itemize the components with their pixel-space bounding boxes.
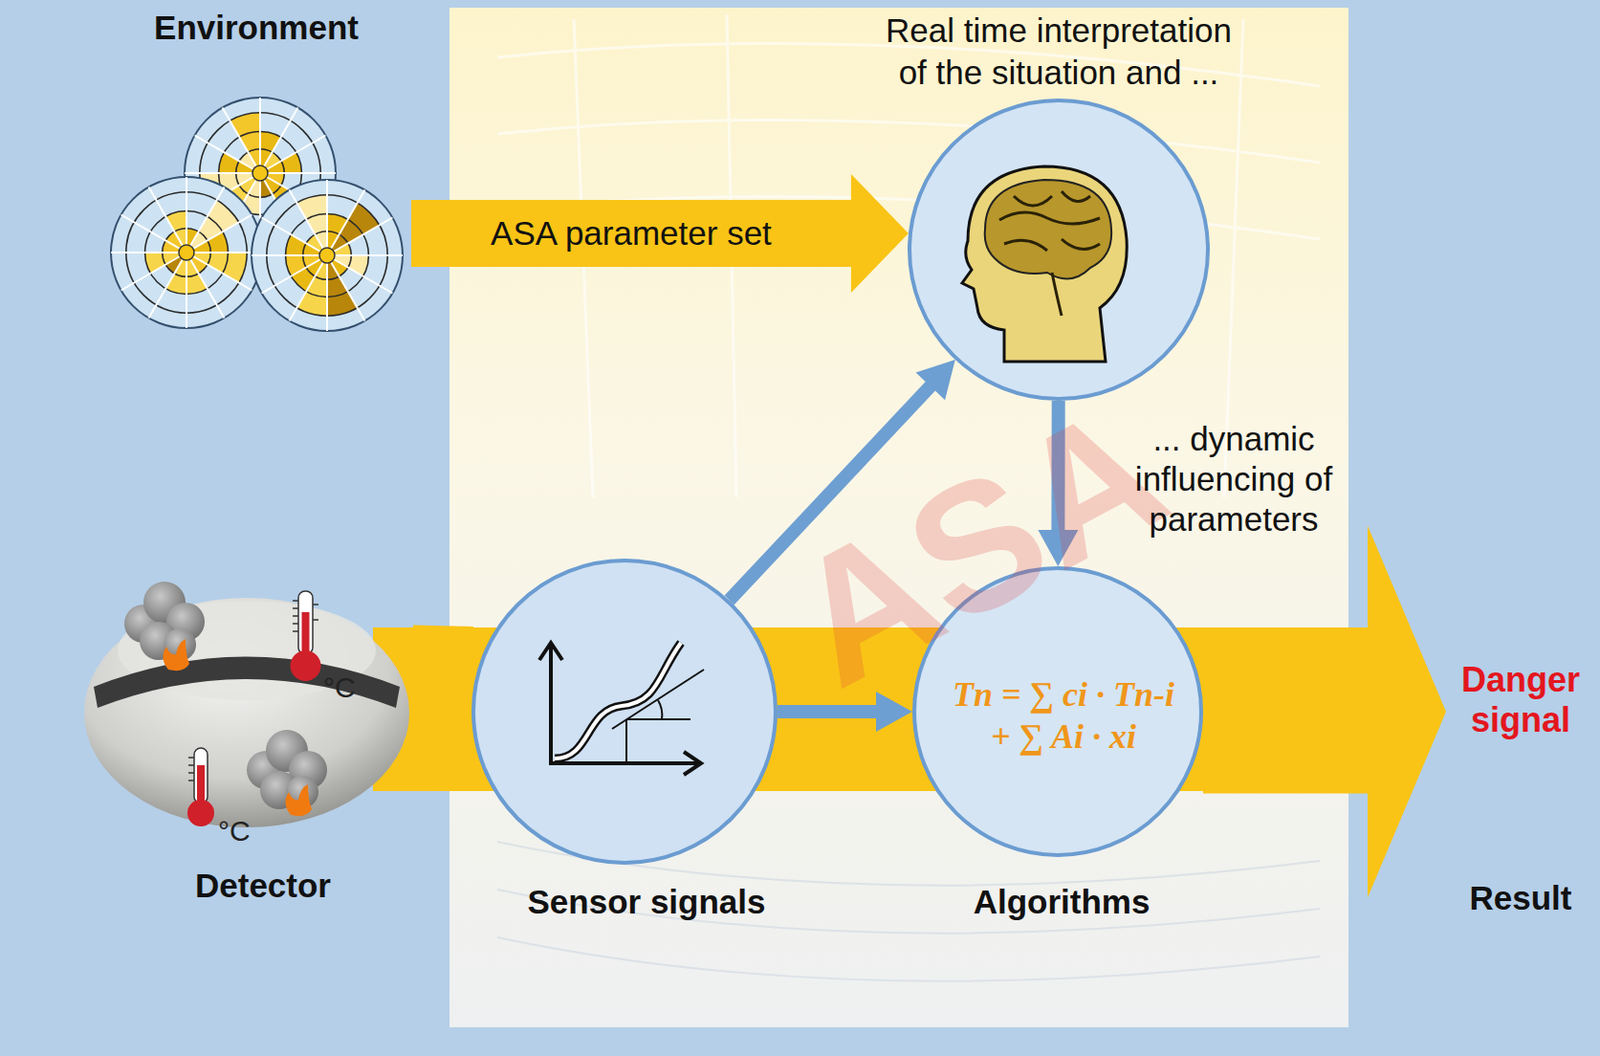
radar-spoke: [185, 176, 188, 253]
node-heading: Result: [1448, 877, 1593, 919]
radar-spoke: [260, 172, 336, 175]
node-heading: Sensor signals: [493, 881, 800, 922]
result-node: Danger signalResult: [1446, 631, 1596, 938]
brain-circle-fill: [909, 100, 1208, 399]
sensor-circle-fill: [473, 560, 776, 863]
radar-center: [319, 247, 335, 264]
radar-spoke: [222, 108, 262, 174]
environment-node: Environment: [105, 95, 412, 345]
shape: [251, 179, 403, 331]
edge-label: ASA parameter set: [459, 213, 804, 254]
detector-node: Detector: [86, 573, 412, 833]
radar-icon: [110, 176, 263, 329]
radar-spoke: [184, 172, 261, 175]
node-heading: Algorithms: [908, 881, 1215, 922]
radar-spoke: [262, 255, 328, 294]
node-heading: Real time interpretation of the situatio…: [871, 9, 1247, 94]
radar-spoke: [327, 254, 403, 257]
signal-band-arrow: [1203, 526, 1447, 899]
unit-label: °C: [323, 671, 381, 704]
danger-signal-text: Danger signal: [1448, 659, 1593, 741]
radar-spoke: [326, 179, 329, 256]
radar-spoke: [251, 254, 328, 257]
radar-spoke: [110, 251, 187, 254]
radar-spoke: [149, 187, 188, 253]
formula-text: Tn = ∑ ci · Tn-i + ∑ Ai · xi: [948, 673, 1179, 758]
detector-icon: [84, 581, 410, 828]
shape: [110, 176, 263, 329]
radar-spoke: [260, 135, 326, 175]
radar-spoke: [327, 218, 393, 257]
parameter-arrow: [411, 174, 909, 293]
sensor-signals-circle: Sensor signals: [471, 558, 778, 865]
environment-icon: [110, 97, 403, 331]
signal-band-arrow: [409, 624, 474, 790]
radar-spoke: [186, 252, 225, 318]
radar-center: [178, 244, 195, 261]
radar-spoke: [326, 255, 329, 331]
radar-spoke: [259, 97, 262, 174]
node-heading: Detector: [109, 865, 417, 906]
watermark: ASA: [755, 366, 1201, 724]
radar-spoke: [289, 190, 329, 256]
radar-spoke: [327, 255, 366, 321]
radar-icon: [251, 179, 403, 331]
radar-spoke: [121, 252, 187, 291]
head-icon: [962, 166, 1127, 362]
radar-spoke: [186, 215, 252, 254]
radar-center: [252, 165, 268, 181]
node-heading: Environment: [112, 7, 400, 48]
interpretation-circle: Real time interpretation of the situatio…: [907, 98, 1210, 401]
unit-label: °C: [218, 814, 276, 848]
radar-spoke: [185, 252, 188, 329]
sensor-graph: [539, 642, 704, 775]
edge-label: ... dynamic influencing of parameters: [1099, 418, 1368, 540]
